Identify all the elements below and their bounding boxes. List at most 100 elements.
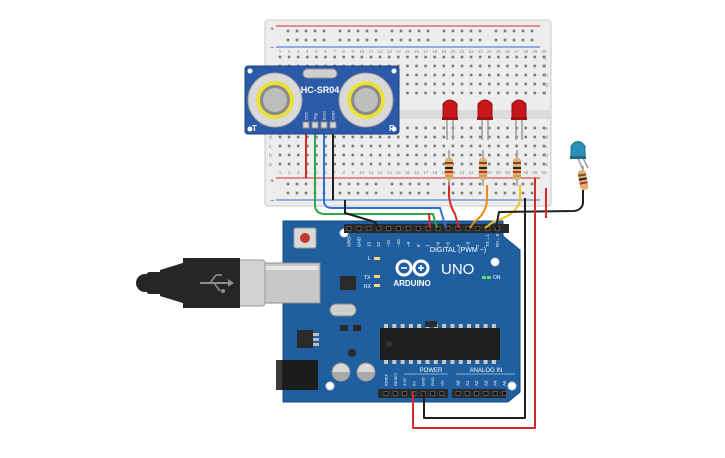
breadboard-hole [506,126,509,130]
rx-led [374,284,380,287]
power-pin-label: GND [421,377,426,386]
breadboard-hole [442,73,446,77]
chip-pin [400,324,405,328]
breadboard-row-letter: d [545,135,548,141]
breadboard-hole [315,153,318,157]
breadboard-hole [433,64,436,68]
breadboard-rail-hole [469,38,473,42]
breadboard-hole [369,55,373,59]
breadboard-hole [442,126,446,130]
breadboard-hole [424,126,427,130]
breadboard-hole [524,55,527,59]
breadboard-hole [515,144,518,148]
breadboard-column-number: 3 [297,49,300,54]
breadboard-column-number: 23 [478,49,484,54]
breadboard-column-number: 14 [396,170,402,175]
breadboard-column-number: 27 [514,49,520,54]
l-led-label: L [368,256,371,262]
breadboard-column-number: 10 [359,170,365,175]
wire-5v-red [412,178,536,429]
digital-pin [366,226,372,231]
breadboard-hole [324,162,327,166]
breadboard-hole [506,55,509,59]
breadboard-hole [515,64,518,68]
breadboard-hole [424,73,427,77]
breadboard-hole [506,162,509,166]
breadboard-rail-hole [347,29,351,33]
receiver-transducer [338,72,394,128]
breadboard-rail-hole [442,38,446,42]
mounting-hole [325,381,335,391]
breadboard-column-number: 24 [487,170,493,175]
breadboard-hole [387,135,391,139]
breadboard-hole [360,144,364,148]
breadboard-rail-hole [374,182,378,186]
breadboard-rail-hole [478,191,482,195]
breadboard-hole [306,144,309,148]
power-pin [439,391,445,396]
breadboard-hole [506,135,509,139]
breadboard-rail-hole [494,38,498,42]
breadboard-hole [478,55,482,59]
breadboard-rail-hole [460,29,464,33]
breadboard-hole [451,55,455,59]
red-led [511,99,527,140]
breadboard-hole [542,91,546,95]
breadboard-hole [469,82,473,86]
breadboard-rail-hole [390,191,394,195]
breadboard-hole [324,144,327,148]
usb-cable [136,258,266,308]
breadboard-row-letter: g [545,82,548,88]
breadboard-hole [351,55,355,59]
wire-trig-green [314,178,438,229]
breadboard-hole [324,55,327,59]
analog-pin [483,391,489,396]
breadboard-hole [478,144,482,148]
chip-pin [408,360,413,364]
resistor [577,166,589,191]
digital-pin [445,226,451,231]
breadboard-rail-hole [304,182,308,186]
breadboard-column-number: 26 [505,49,511,54]
sensor-pin [302,121,310,129]
breadboard-hole [497,153,500,157]
breadboard-rail-hole [460,38,464,42]
reset-button-cap[interactable] [300,233,310,243]
breadboard-column-number: 5 [315,170,318,175]
breadboard-rail-hole [374,38,378,42]
breadboard-hole [351,144,355,148]
power-pin [402,391,408,396]
on-label: ON [493,275,501,281]
chip-pin [425,360,430,364]
breadboard-hole [542,126,546,130]
breadboard-column-number: 6 [324,49,327,54]
breadboard-hole [397,144,400,148]
breadboard-rail-hole [286,191,290,195]
breadboard-rail-hole [365,182,369,186]
breadboard-rail-hole [460,191,464,195]
breadboard-column-number: 20 [450,49,456,54]
breadboard-hole [333,144,336,148]
breadboard-rail-hole [390,38,394,42]
chip-pin [467,324,471,328]
breadboard-hole [442,82,446,86]
breadboard-hole [369,135,373,139]
digital-pin-label: RX←0 [495,233,500,247]
breadboard-hole [533,135,537,139]
breadboard-hole [296,55,300,59]
breadboard-hole [488,135,491,139]
digital-pin-label: 4 [455,244,460,247]
breadboard-column-number: 2 [288,49,291,54]
power-pin-label: IOREF [384,373,389,386]
breadboard-column-number: 8 [342,49,345,54]
digital-pin [415,226,421,231]
breadboard-row-letter: f [545,91,547,97]
sensor-pin [320,121,328,129]
breadboard-column-number: 30 [541,49,547,54]
analog-pin-label: A5 [502,380,507,386]
breadboard-hole [506,153,509,157]
breadboard-hole [542,82,546,86]
breadboard-hole [524,73,527,77]
